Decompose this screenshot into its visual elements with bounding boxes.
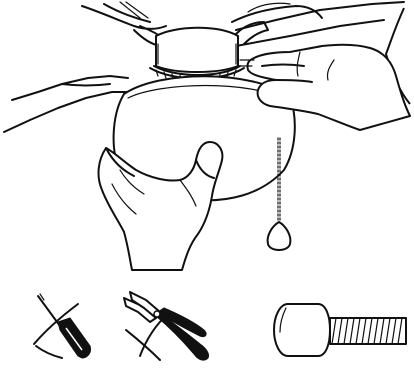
pliers-icon bbox=[124, 292, 209, 360]
thumb-screw-icon bbox=[274, 304, 406, 356]
cross-out-mark bbox=[126, 314, 168, 360]
screwdriver-icon bbox=[38, 294, 91, 358]
